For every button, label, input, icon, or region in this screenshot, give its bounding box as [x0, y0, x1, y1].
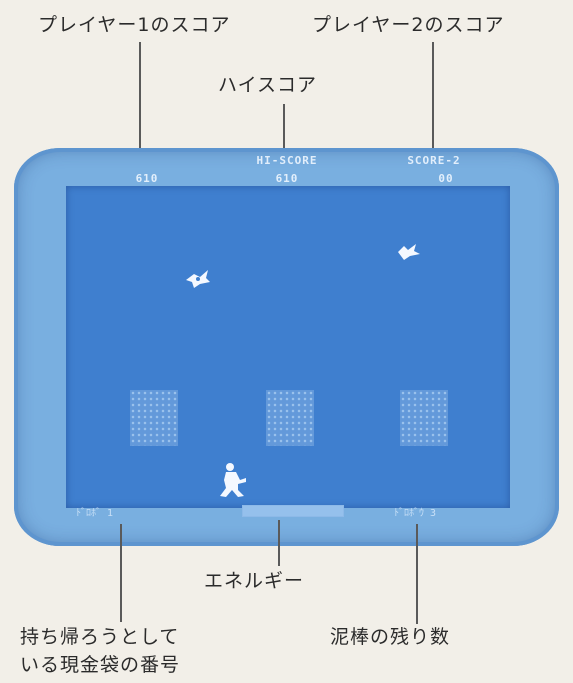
cash-crate-3 — [400, 390, 448, 446]
energy-bar — [242, 505, 344, 517]
energy-pointer-line — [278, 520, 280, 566]
player1-score-pointer-line — [139, 42, 141, 168]
hi-score-pointer-line — [283, 104, 285, 160]
flying-creature-sprite — [186, 270, 210, 288]
thieves-left-callout: 泥棒の残り数 — [330, 626, 451, 648]
hi-score-callout: ハイスコア — [218, 74, 318, 96]
hi-score-value: 610 — [275, 172, 299, 185]
money-bag-number-indicator: ﾄﾞﾛﾎﾞ 1 — [76, 508, 114, 519]
cash-crate-2 — [266, 390, 314, 446]
game-playfield — [66, 186, 510, 508]
money-bag-callout-line1: 持ち帰ろうとして — [20, 626, 180, 648]
money-bag-callout-line2: いる現金袋の番号 — [20, 654, 181, 676]
player1-score-callout: プレイヤー1のスコア — [38, 14, 231, 36]
player2-score-label: SCORE-2 — [407, 154, 461, 167]
energy-callout: エネルギー — [204, 570, 305, 592]
cash-crate-1 — [130, 390, 178, 446]
bird-sprite — [398, 244, 420, 260]
player2-score-pointer-line — [432, 42, 434, 168]
player2-score-value: 00 — [438, 172, 454, 185]
energy-bar-fill — [243, 506, 343, 516]
player-character-sprite — [220, 463, 246, 497]
thieves-left-indicator: ﾄﾞﾛﾎﾞｳ 3 — [394, 508, 437, 519]
thieves-left-pointer-line — [416, 524, 418, 624]
player1-score-value: 610 — [135, 172, 159, 185]
tv-screen: 610 HI-SCORE 610 SCORE-2 00 — [14, 148, 559, 546]
money-bag-pointer-line — [120, 524, 122, 622]
hi-score-label: HI-SCORE — [256, 154, 318, 167]
player2-score-callout: プレイヤー2のスコア — [312, 14, 505, 36]
